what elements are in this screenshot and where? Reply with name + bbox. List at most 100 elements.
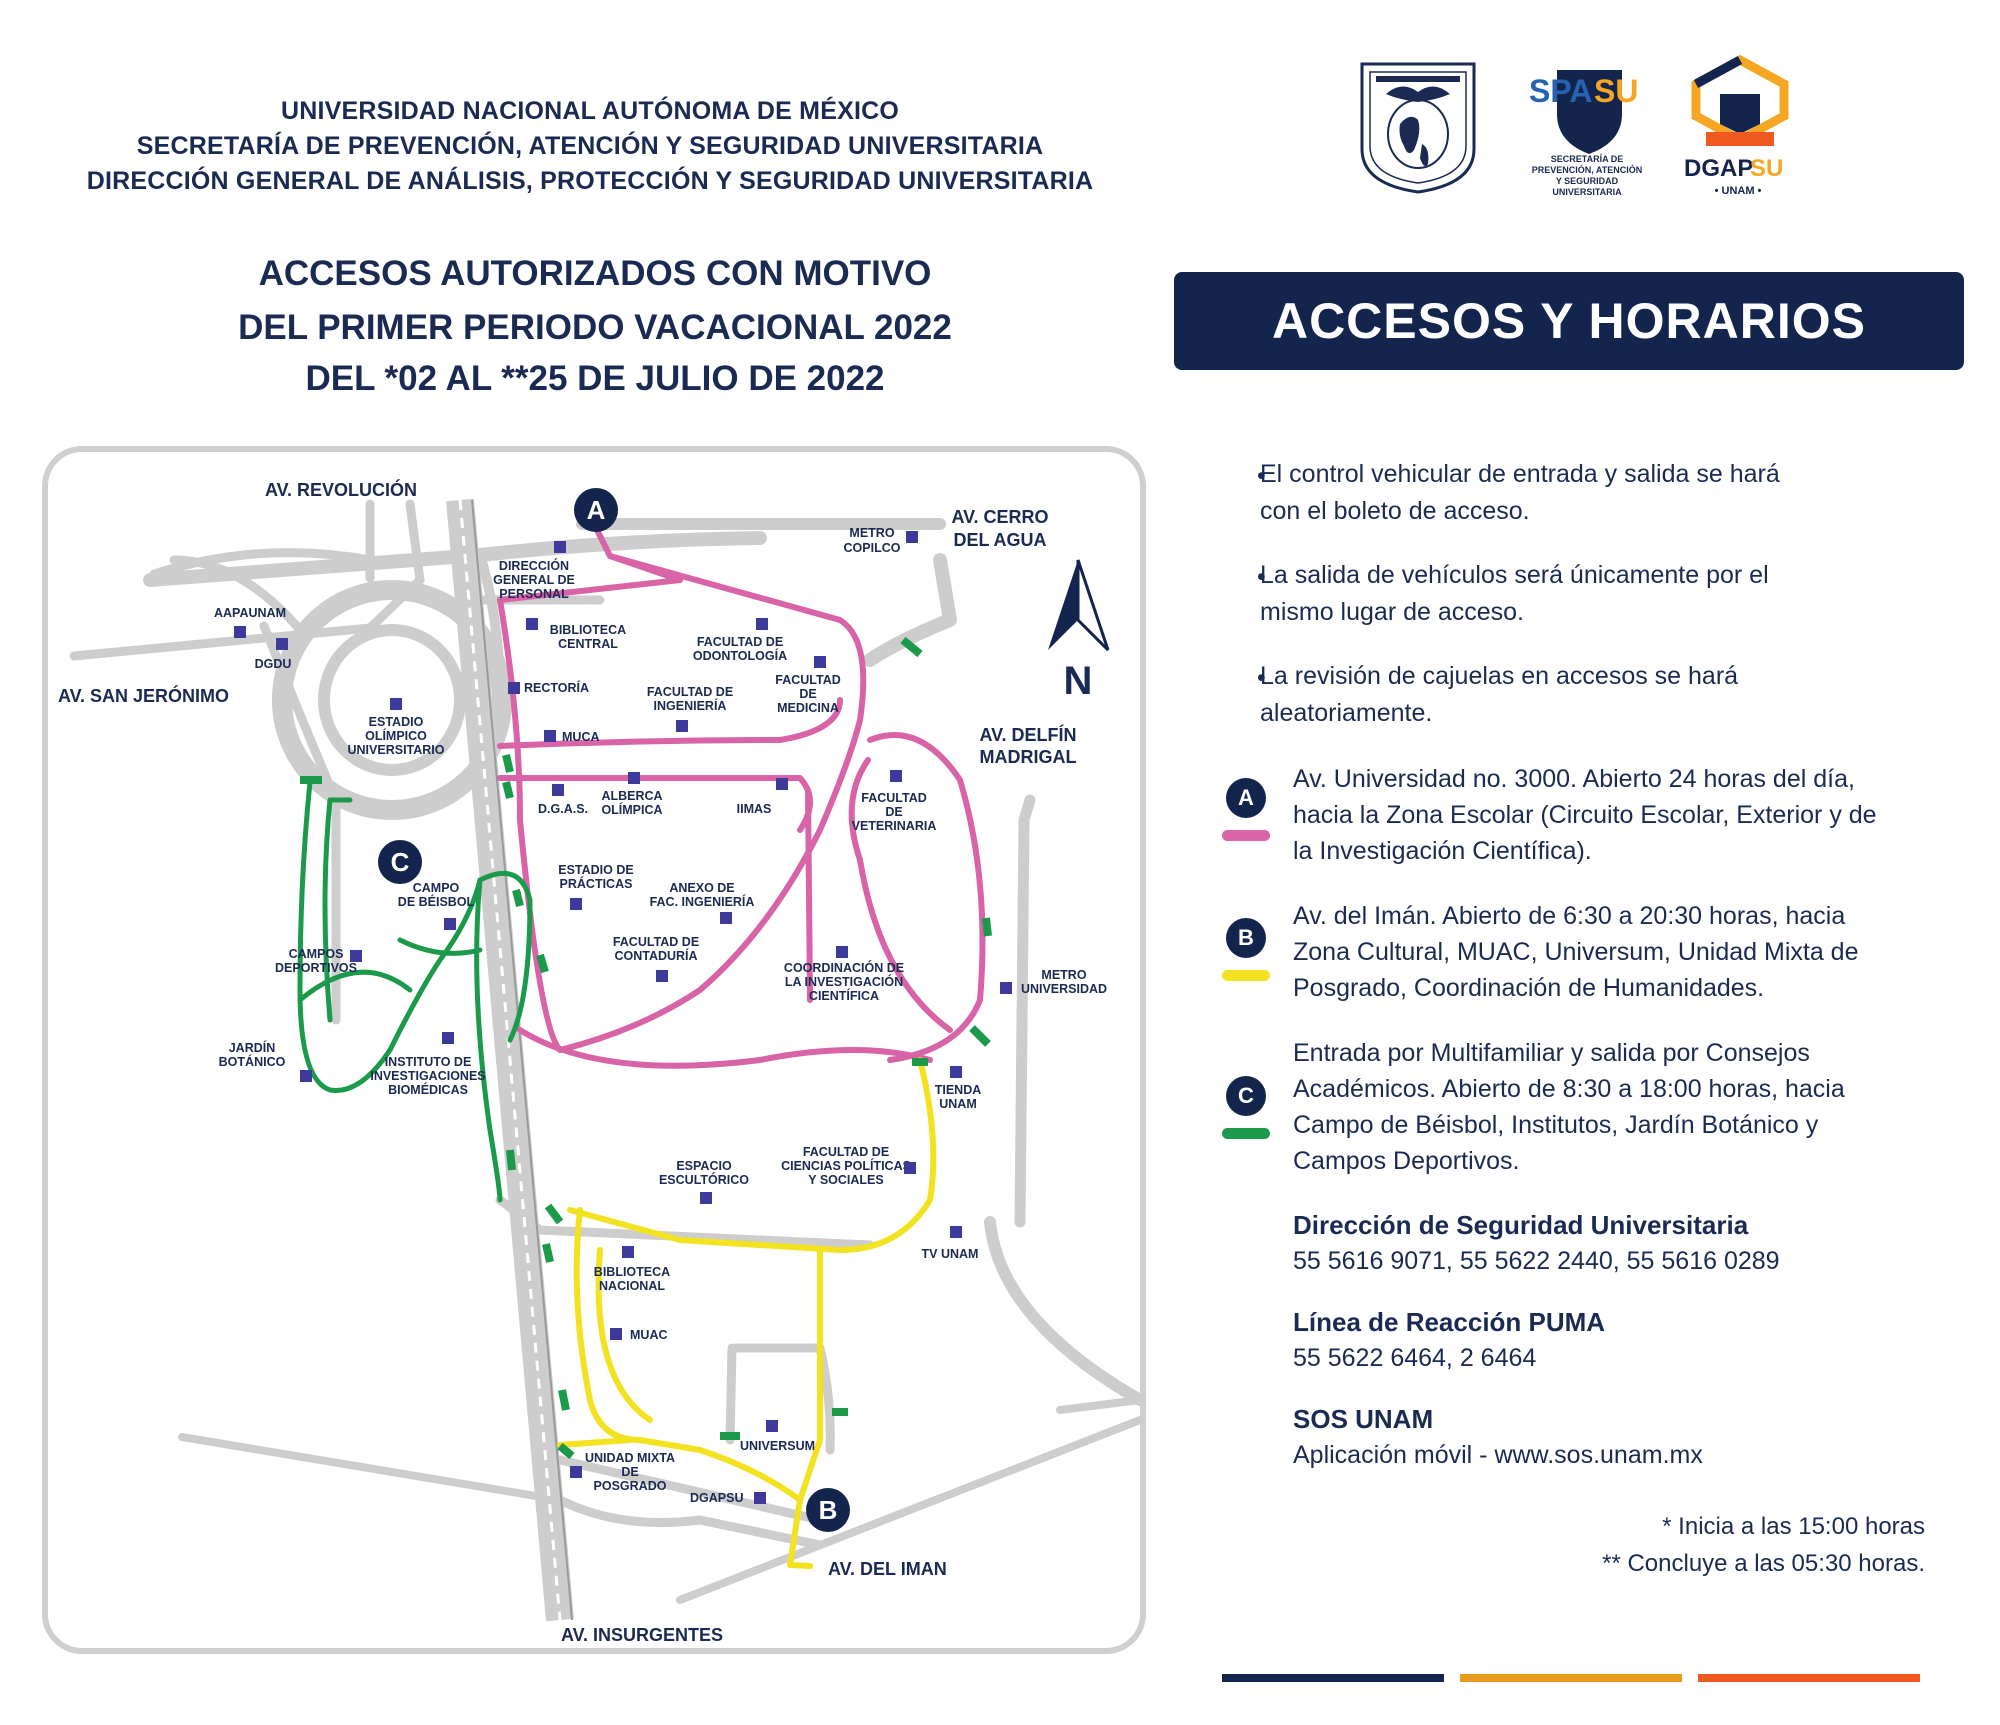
marker-ingenieria xyxy=(676,720,688,732)
place-coordinacion-3: CIENTÍFICA xyxy=(809,988,879,1003)
bullet-1: El control vehicular de entrada y salida… xyxy=(1260,456,1940,530)
bullet-1-line-2: con el boleto de acceso. xyxy=(1260,497,1530,525)
place-jardin-1: JARDÍN xyxy=(229,1040,276,1055)
spasu-subtitle-2: PREVENCIÓN, ATENCIÓN xyxy=(1532,164,1643,175)
place-rectoria: RECTORÍA xyxy=(524,680,589,695)
map-badge-b-letter: B xyxy=(819,1495,838,1525)
marker-dgas xyxy=(552,784,564,796)
bullet-3-line-2: aleatoriamente. xyxy=(1260,699,1433,727)
place-biomedicas-1: INSTITUTO DE xyxy=(385,1055,472,1069)
place-estadio-practicas-1: ESTADIO DE xyxy=(558,863,633,877)
place-biblioteca-nacional-1: BIBLIOTECA xyxy=(594,1265,670,1279)
footer-bar-amber xyxy=(1460,1674,1682,1682)
place-contaduria-1: FACULTAD DE xyxy=(613,935,699,949)
marker-dgdu xyxy=(276,638,288,650)
map-badge-a: A xyxy=(574,488,618,532)
street-delfin-1: AV. DELFÍN xyxy=(979,724,1076,745)
place-posgrado-2: DE xyxy=(621,1465,638,1479)
map-badge-a-letter: A xyxy=(587,495,606,525)
marker-biomedicas xyxy=(442,1032,454,1044)
access-a-line-2: hacia la Zona Escolar (Circuito Escolar,… xyxy=(1293,801,1877,829)
place-ingenieria-2: INGENIERÍA xyxy=(654,698,727,713)
place-biblioteca-central-1: BIBLIOTECA xyxy=(550,623,626,637)
place-iimas: IIMAS xyxy=(737,802,772,816)
marker-dgp xyxy=(554,541,566,553)
place-biomedicas-2: INVESTIGACIONES xyxy=(370,1069,485,1083)
place-medicina-2: DE xyxy=(799,687,816,701)
section-banner: ACCESOS Y HORARIOS xyxy=(1174,272,1964,370)
access-c-color-bar xyxy=(1222,1128,1270,1139)
title-line-2: DEL PRIMER PERIODO VACACIONAL 2022 xyxy=(238,308,952,347)
note-start: * Inicia a las 15:00 horas xyxy=(1662,1513,1925,1540)
spasu-name-a: SPA xyxy=(1529,73,1592,109)
marker-aapaunam xyxy=(234,626,246,638)
spasu-name-b: SU xyxy=(1594,73,1638,109)
place-biomedicas-3: BIOMÉDICAS xyxy=(388,1082,468,1097)
place-espacio-1: ESPACIO xyxy=(676,1159,732,1173)
street-cerro-agua-1: AV. CERRO xyxy=(951,507,1048,527)
place-politicas-1: FACULTAD DE xyxy=(803,1145,889,1159)
bullet-dot-2: • xyxy=(1257,563,1266,591)
map-badge-b: B xyxy=(806,1488,850,1532)
contact-1-phones: 55 5616 9071, 55 5622 2440, 55 5616 0289 xyxy=(1293,1247,1780,1275)
bullet-1-line-1: El control vehicular de entrada y salida… xyxy=(1260,460,1780,488)
place-metro-universidad-2: UNIVERSIDAD xyxy=(1021,982,1107,996)
spasu-logo: SPA SU SECRETARÍA DE PREVENCIÓN, ATENCIÓ… xyxy=(1522,62,1652,202)
place-politicas-2: CIENCIAS POLÍTICAS xyxy=(781,1158,911,1173)
marker-dgapsu xyxy=(754,1492,766,1504)
contact-3-text: Aplicación móvil - www.sos.unam.mx xyxy=(1293,1441,1703,1469)
access-b-line-2: Zona Cultural, MUAC, Universum, Unidad M… xyxy=(1293,938,1859,966)
street-insurgentes: AV. INSURGENTES xyxy=(561,1625,723,1645)
marker-biblioteca-nacional xyxy=(622,1246,634,1258)
marker-anexo xyxy=(720,912,732,924)
marker-universum xyxy=(766,1420,778,1432)
access-b-badge: B xyxy=(1226,918,1266,958)
access-b-color-bar xyxy=(1222,970,1270,981)
marker-odontologia xyxy=(756,618,768,630)
marker-metro-copilco xyxy=(906,531,918,543)
place-coordinacion-1: COORDINACIÓN DE xyxy=(784,960,904,975)
north-label: N xyxy=(1064,659,1093,703)
access-a-badge: A xyxy=(1226,778,1266,818)
dgapsu-subtitle: • UNAM • xyxy=(1715,185,1762,197)
footer-bar-navy xyxy=(1222,1674,1444,1682)
place-estadio-practicas-2: PRÁCTICAS xyxy=(560,876,633,891)
spasu-subtitle-4: UNIVERSITARIA xyxy=(1552,187,1622,197)
place-alberca-2: OLÍMPICA xyxy=(601,802,662,817)
bullet-dot-3: • xyxy=(1257,664,1266,692)
contact-1-title: Dirección de Seguridad Universitaria xyxy=(1293,1210,1749,1240)
title-line-1: ACCESOS AUTORIZADOS CON MOTIVO xyxy=(258,254,932,293)
marker-muac xyxy=(610,1328,622,1340)
place-dgapsu: DGAPSU xyxy=(690,1491,743,1505)
access-a-line-3: la Investigación Científica). xyxy=(1293,837,1592,865)
dgapsu-name-b: SU xyxy=(1750,155,1783,182)
place-contaduria-2: CONTADURÍA xyxy=(614,948,697,963)
place-espacio-2: ESCULTÓRICO xyxy=(659,1172,749,1187)
place-coordinacion-2: LA INVESTIGACIÓN xyxy=(785,974,903,989)
access-c-line-1: Entrada por Multifamiliar y salida por C… xyxy=(1293,1039,1810,1067)
place-campos-1: CAMPOS xyxy=(289,947,344,961)
spasu-subtitle-1: SECRETARÍA DE xyxy=(1551,154,1624,164)
place-tienda-1: TIENDA xyxy=(935,1083,982,1097)
institution-line-2: SECRETARÍA DE PREVENCIÓN, ATENCIÓN Y SEG… xyxy=(136,132,1044,160)
marker-alberca xyxy=(628,772,640,784)
access-c-text: Entrada por Multifamiliar y salida por C… xyxy=(1293,1035,1953,1179)
north-arrow-icon xyxy=(1048,559,1110,652)
place-posgrado-3: POSGRADO xyxy=(594,1479,667,1493)
dgapsu-logo: DGAP SU • UNAM • xyxy=(1680,54,1798,202)
map-badge-c-letter: C xyxy=(391,847,410,877)
place-dgas: D.G.A.S. xyxy=(538,802,588,816)
street-cerro-agua-2: DEL AGUA xyxy=(953,530,1046,550)
marker-iimas xyxy=(776,778,788,790)
footer-bar-orange xyxy=(1698,1674,1920,1682)
place-dgdu: DGDU xyxy=(255,657,292,671)
access-b-line-1: Av. del Imán. Abierto de 6:30 a 20:30 ho… xyxy=(1293,902,1846,930)
place-veterinaria-3: VETERINARIA xyxy=(852,819,937,833)
street-delfin-2: MADRIGAL xyxy=(980,747,1077,767)
place-anexo-2: FAC. INGENIERÍA xyxy=(650,894,755,909)
marker-muca xyxy=(544,730,556,742)
place-universum: UNIVERSUM xyxy=(740,1439,815,1453)
place-dgp-2: GENERAL DE xyxy=(493,573,575,587)
marker-estadio xyxy=(390,698,402,710)
